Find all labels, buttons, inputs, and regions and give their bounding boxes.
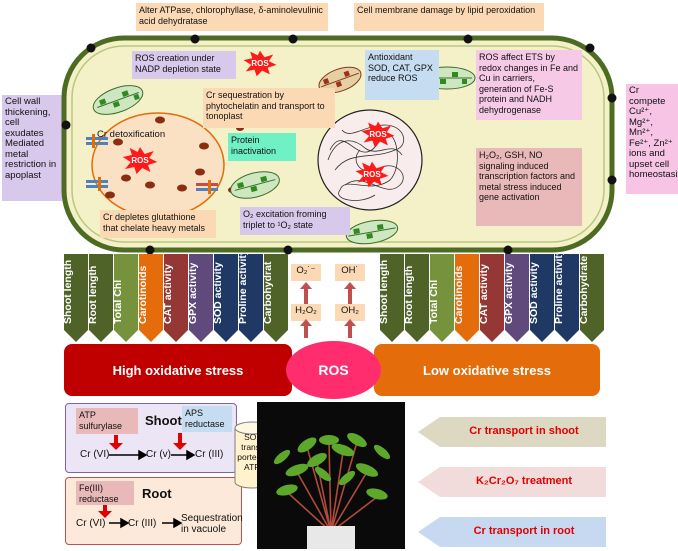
- label-cr-sequestration: Cr sequestration by phytochelatin and tr…: [203, 88, 335, 128]
- high-tag-label: Carbohydrat: [264, 261, 274, 324]
- low-tag-label: CAT activity: [480, 264, 490, 324]
- high-tag-label: SOD activity: [214, 262, 224, 324]
- right-arrow-label: K₂Cr₂O₇ treatment: [475, 475, 573, 487]
- root-arrows: [98, 505, 183, 529]
- high-tag-6: GPX activity: [189, 254, 213, 342]
- high-tag-4: Carotinoids: [139, 254, 163, 342]
- low-tag-label: Carotinoids: [455, 265, 465, 324]
- low-tag-label: Root length: [405, 265, 415, 324]
- ros-burst-nucleus-1: ROS: [361, 121, 395, 148]
- low-stress-bar: Low oxidative stress: [374, 344, 600, 396]
- label-h2o2-signaling: H₂O₂, GSH, NO signaling induced transcri…: [476, 148, 582, 226]
- ros-burst-cell: ROS: [243, 50, 277, 77]
- low-tag-5: CAT activity: [480, 254, 504, 342]
- ros-bursts: ROS ROS ROS ROS: [122, 50, 395, 188]
- ros-arrows: [300, 282, 356, 338]
- high-tag-label: Total Chl: [114, 279, 124, 324]
- low-tag-8: Proline activity: [555, 254, 579, 342]
- atp-sulfurylase-label: ATP sulfurylase: [76, 408, 138, 434]
- high-tag-label: Root length: [89, 265, 99, 324]
- cell-diagram: [61, 34, 617, 255]
- side-label-cr-compete: Cr compete Cu²⁺, Mg²⁺, Mn²⁺, Fe²⁺, Zn²⁺ …: [626, 84, 678, 194]
- label-ros-ets: ROS affect ETS by redox changes in Fe an…: [476, 50, 582, 120]
- plant-photo: [257, 402, 405, 549]
- ros-label: ROS: [318, 362, 349, 378]
- ros-species-oh: OH˙: [335, 264, 365, 281]
- top-label-atpase: Alter ATPase, chlorophyllase, δ-aminolev…: [136, 3, 328, 31]
- low-tag-label: GPX activity: [505, 262, 515, 324]
- high-tag-9: Carbohydrat: [264, 254, 288, 342]
- label-ros-nadp: ROS creation under NADP depletion state: [132, 51, 236, 79]
- so4-transporter-label: SO₄ trans-porter + ATP: [237, 432, 267, 472]
- high-tag-2: Root length: [89, 254, 113, 342]
- low-tag-label: Shoot length: [380, 259, 390, 324]
- low-tag-9: Carbohydrate: [580, 254, 604, 342]
- high-stress-label: High oxidative stress: [112, 362, 244, 378]
- high-stress-bar: High oxidative stress: [64, 344, 292, 396]
- low-tag-3: Total Chl: [430, 254, 454, 342]
- fe-reductase-label: Fe(III) reductase: [76, 481, 134, 505]
- root-cr6: Cr (VI): [76, 518, 106, 529]
- label-o2-excitation: O₂ excitation froming triplet to ¹O₂ sta…: [240, 207, 350, 235]
- cell-membrane: [71, 45, 605, 243]
- side-label-cell-wall: Cell wall thickening, cell exudates Medi…: [2, 95, 62, 201]
- label-protein-inactivation: Protein inactivation: [228, 133, 296, 161]
- high-tag-8: Proline activity: [239, 254, 263, 342]
- shoot-cr3: Cr (III): [195, 449, 224, 460]
- svg-text:ROS: ROS: [363, 170, 381, 179]
- shoot-cr5: Cr (v): [146, 449, 171, 460]
- ros-species-o2: O₂˙⁻: [291, 264, 321, 281]
- low-tag-7: SOD activity: [530, 254, 554, 342]
- svg-text:ROS: ROS: [369, 130, 387, 139]
- shoot-cr6: Cr (VI): [80, 449, 110, 460]
- high-tag-3: Total Chl: [114, 254, 138, 342]
- low-tag-label: SOD activity: [530, 262, 540, 324]
- right-arrow-label: Cr transport in shoot: [469, 425, 579, 437]
- high-tag-label: Proline activity: [239, 254, 249, 324]
- svg-text:ROS: ROS: [131, 156, 149, 165]
- low-stress-label: Low oxidative stress: [423, 362, 551, 378]
- right-arrow-1: Cr transport in shoot: [418, 417, 606, 447]
- label-glutathione: Cr depletes glutathione that chelate hea…: [100, 210, 216, 238]
- high-tag-label: Carotinoids: [139, 265, 149, 324]
- low-tag-label: Proline activity: [555, 254, 565, 324]
- label-cr-detox: Cr detoxification: [97, 129, 166, 140]
- label-antioxidant: Antioxidant SOD, CAT, GPX reduce ROS: [365, 50, 439, 100]
- right-arrow-label: Cr transport in root: [473, 525, 575, 537]
- aps-reductase-label: APS reductase: [182, 406, 232, 432]
- high-tag-label: CAT activity: [164, 264, 174, 324]
- low-tag-6: GPX activity: [505, 254, 529, 342]
- right-arrow-3: Cr transport in root: [418, 517, 606, 547]
- top-label-membrane: Cell membrane damage by lipid peroxidati…: [354, 3, 544, 31]
- shoot-title: Shoot: [145, 413, 182, 428]
- ros-species-oh2: OH₂: [335, 304, 365, 321]
- ros-burst-nucleus-2: ROS: [355, 161, 389, 188]
- ros-species-h2o2: H₂O₂: [291, 304, 321, 321]
- svg-text:ROS: ROS: [251, 59, 269, 68]
- high-tag-label: Shoot length: [64, 259, 74, 324]
- ros-burst-vacuole: ROS: [122, 147, 158, 174]
- root-cr3: Cr (III): [128, 518, 157, 529]
- high-tag-1: Shoot length: [64, 254, 88, 342]
- ros-ellipse: ROS: [286, 341, 381, 399]
- membrane-transporters: [61, 34, 617, 255]
- low-tag-4: Carotinoids: [455, 254, 479, 342]
- high-tag-7: SOD activity: [214, 254, 238, 342]
- membrane-channels: [86, 134, 218, 194]
- shoot-arrows: [109, 433, 196, 461]
- high-tag-label: GPX activity: [189, 262, 199, 324]
- low-tag-label: Total Chl: [430, 279, 440, 324]
- low-tag-label: Carbohydrate: [580, 255, 590, 324]
- low-tag-2: Root length: [405, 254, 429, 342]
- high-tag-5: CAT activity: [164, 254, 188, 342]
- low-tag-1: Shoot length: [380, 254, 404, 342]
- root-sequestration: Sequestration in vacuole: [181, 513, 243, 535]
- root-title: Root: [142, 486, 172, 501]
- right-arrow-2: K₂Cr₂O₇ treatment: [418, 467, 606, 497]
